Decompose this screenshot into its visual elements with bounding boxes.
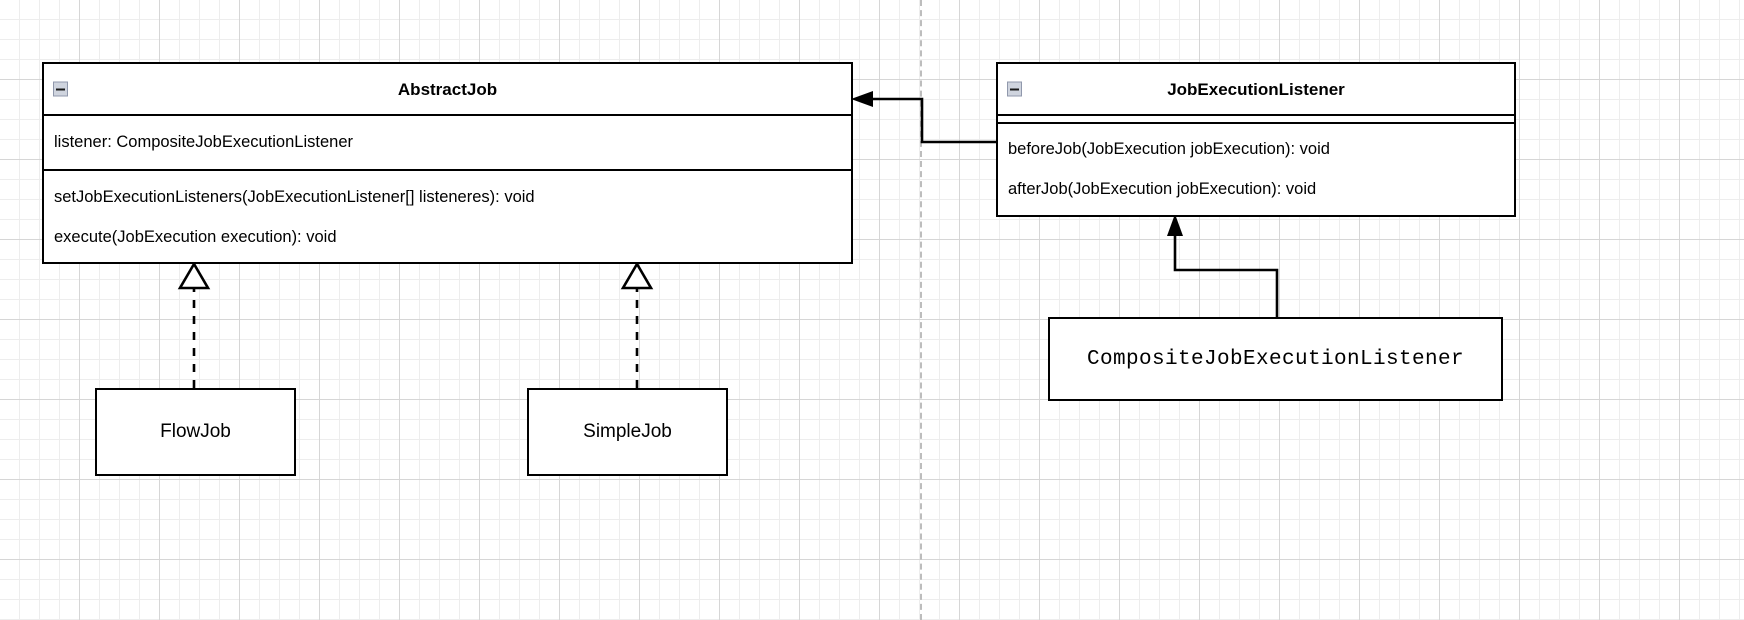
class-box-flow-job[interactable]: FlowJob xyxy=(95,388,296,476)
connector-composite-to-listener xyxy=(1167,214,1279,317)
class-box-simple-job[interactable]: SimpleJob xyxy=(527,388,728,476)
class-box-composite-job-execution-listener[interactable]: CompositeJobExecutionListener xyxy=(1048,317,1503,401)
operation-row: setJobExecutionListeners(JobExecutionLis… xyxy=(54,188,535,207)
connector-simplejob-to-abstractjob xyxy=(620,261,654,388)
class-name-composite-job-execution-listener: CompositeJobExecutionListener xyxy=(1086,347,1465,371)
operations-compartment-job-execution-listener: beforeJob(JobExecution jobExecution): vo… xyxy=(998,124,1514,215)
class-box-job-execution-listener[interactable]: JobExecutionListener beforeJob(JobExecut… xyxy=(996,62,1516,217)
attribute-row: listener: CompositeJobExecutionListener xyxy=(54,132,353,151)
class-name-simple-job: SimpleJob xyxy=(583,421,672,442)
compartment-divider-attributes xyxy=(44,114,851,116)
class-title-job-execution-listener: JobExecutionListener xyxy=(998,64,1514,114)
class-title-abstract-job: AbstractJob xyxy=(44,64,851,114)
class-name-job-execution-listener: JobExecutionListener xyxy=(1167,79,1345,99)
connector-listener-to-abstractjob xyxy=(851,91,996,144)
page-break-guide xyxy=(920,0,922,620)
class-name-abstract-job: AbstractJob xyxy=(397,79,498,99)
connector-flowjob-to-abstractjob xyxy=(177,261,211,388)
compartment-divider-operations xyxy=(44,169,851,171)
attributes-compartment-abstract-job: listener: CompositeJobExecutionListener xyxy=(44,116,851,169)
operations-compartment-abstract-job: setJobExecutionListeners(JobExecutionLis… xyxy=(44,171,851,264)
operation-row: beforeJob(JobExecution jobExecution): vo… xyxy=(1008,140,1330,159)
class-box-abstract-job[interactable]: AbstractJob listener: CompositeJobExecut… xyxy=(42,62,853,264)
minus-collapse-icon[interactable] xyxy=(1007,81,1022,97)
compartment-divider-attributes xyxy=(998,114,1514,116)
minus-collapse-icon[interactable] xyxy=(53,81,68,97)
compartment-divider-operations xyxy=(998,122,1514,124)
operation-row: execute(JobExecution execution): void xyxy=(54,227,337,246)
class-name-flow-job: FlowJob xyxy=(160,421,231,442)
operation-row: afterJob(JobExecution jobExecution): voi… xyxy=(1008,179,1317,198)
